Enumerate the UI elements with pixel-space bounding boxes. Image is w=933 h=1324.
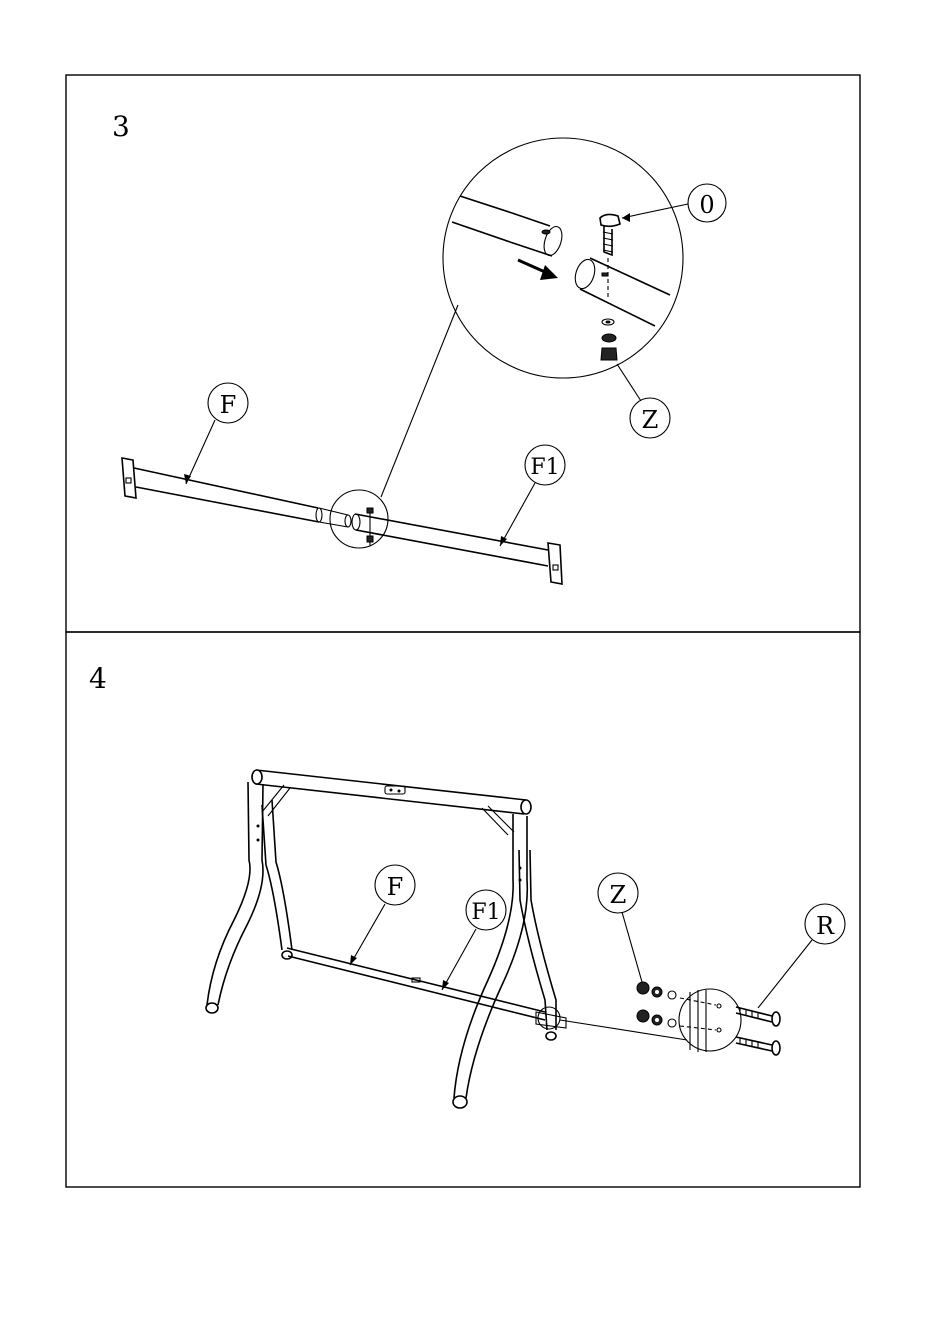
step-3-detail-view <box>443 138 683 378</box>
bolt-o <box>600 214 620 255</box>
top-bar <box>256 770 526 814</box>
callout-f-label: F <box>220 391 237 419</box>
callout-z-step-4: Z <box>598 873 642 982</box>
bottom-bar <box>287 948 545 1020</box>
insert-arrow <box>518 260 545 272</box>
step-4-panel: 4 <box>66 632 860 1187</box>
step-3-frame <box>66 75 860 632</box>
left-front-leg <box>207 782 263 1005</box>
detail-circle-step-4 <box>679 989 741 1051</box>
step-3-panel: 3 <box>66 75 860 632</box>
tube-f <box>134 468 319 522</box>
callout-o-label: 0 <box>699 191 714 219</box>
right-front-leg <box>454 814 527 1098</box>
callout-o: 0 <box>622 184 726 222</box>
callout-r-step-4-label: R <box>816 912 835 940</box>
step-4-number: 4 <box>89 662 107 695</box>
callout-z-label: Z <box>642 406 659 434</box>
step-4-detail-view <box>679 989 741 1052</box>
callout-f-step-4: F <box>350 865 415 965</box>
callout-f: F <box>184 383 248 484</box>
detail-circle-large <box>443 138 683 378</box>
callout-r-step-4: R <box>758 904 845 1008</box>
callout-f1-step-4: F1 <box>442 890 506 990</box>
step-3-number: 3 <box>112 110 130 143</box>
callout-z: Z <box>617 364 670 438</box>
callout-z-step-4-label: Z <box>610 881 627 909</box>
callout-f1-label: F1 <box>530 455 559 480</box>
right-end-plate <box>548 543 562 584</box>
left-rear-leg <box>262 800 292 950</box>
swing-frame <box>206 770 566 1108</box>
bolts-r <box>736 1007 780 1055</box>
callout-f-step-4-label: F <box>387 873 404 901</box>
nut-z <box>601 319 617 360</box>
right-rear-leg <box>519 850 556 1030</box>
tube-f1 <box>355 514 548 566</box>
callout-f1-step-4-label: F1 <box>471 900 500 925</box>
detail-leader-line <box>381 305 458 497</box>
callout-f1: F1 <box>500 445 565 546</box>
